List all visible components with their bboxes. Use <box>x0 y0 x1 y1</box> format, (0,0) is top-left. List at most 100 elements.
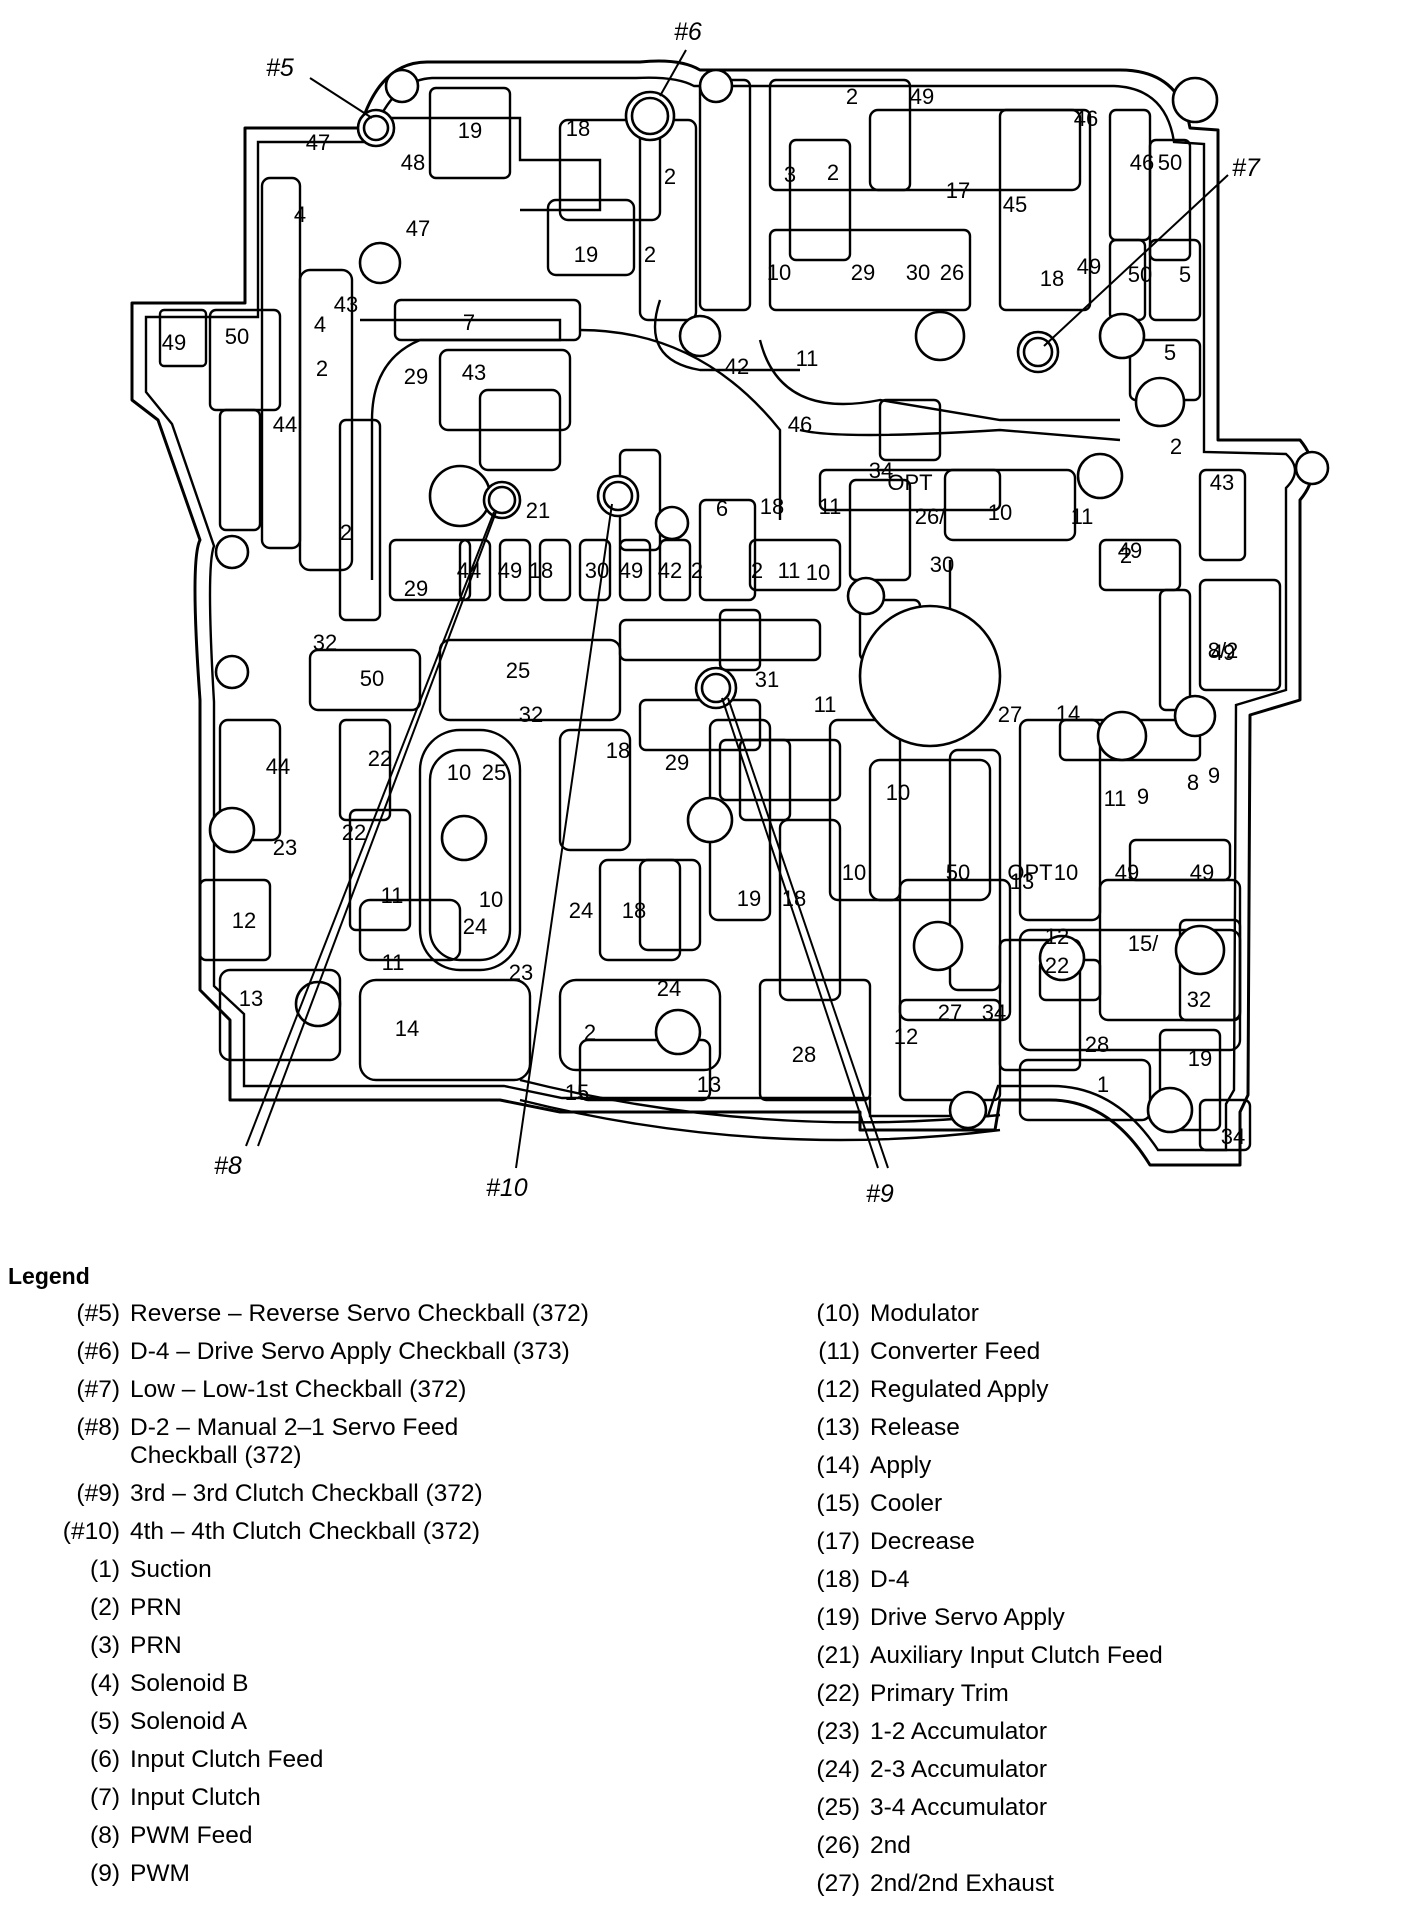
passage-label: 3 <box>784 162 796 187</box>
legend-text: Regulated Apply <box>870 1376 1049 1403</box>
passage-label: 10 <box>842 860 866 885</box>
valve-body-diagram: #5 #6 #7 #8 #9 #10 471918482447192249321… <box>130 18 1330 1208</box>
passage-label: 11 <box>382 950 405 975</box>
passage-label: 18 <box>566 116 590 141</box>
legend-item: (11)Converter Feed <box>800 1338 1360 1376</box>
legend-text: PWM Feed <box>130 1822 253 1849</box>
passage-label: 19 <box>574 242 598 267</box>
passage-label: 11 <box>778 558 801 583</box>
passage-label: 34 <box>869 458 893 483</box>
passage-label: 7 <box>463 310 475 335</box>
passage-label: 50 <box>946 860 970 885</box>
legend-text: Input Clutch <box>130 1784 261 1811</box>
legend-text: 2-3 Accumulator <box>870 1756 1048 1783</box>
legend-code: (11) <box>818 1338 860 1365</box>
passage-label: 13 <box>697 1072 721 1097</box>
passage-label: 27 <box>998 702 1022 727</box>
legend-text: 1-2 Accumulator <box>870 1718 1048 1745</box>
passage-label: 1 <box>1097 1072 1109 1097</box>
passage-label: 11 <box>814 692 837 717</box>
passage-label: 27 <box>938 1000 962 1025</box>
passage-label: 29 <box>665 750 689 775</box>
passage-label: 18 <box>622 898 646 923</box>
legend-text: Release <box>870 1414 960 1441</box>
passage-label: 30 <box>930 552 954 577</box>
legend-code: (1) <box>90 1556 120 1583</box>
legend-item: (19)Drive Servo Apply <box>800 1604 1360 1642</box>
callout-10: #10 <box>486 1174 528 1202</box>
passage-label: 10 <box>988 500 1012 525</box>
passage-label: 29 <box>851 260 875 285</box>
passage-label: 8 <box>1187 770 1199 795</box>
legend-item: (22)Primary Trim <box>800 1680 1360 1718</box>
legend-code: (6) <box>90 1746 120 1773</box>
legend-text: Auxiliary Input Clutch Feed <box>870 1642 1163 1669</box>
passage-label: 12 <box>894 1024 918 1049</box>
legend-item: (#6) D-4 – Drive Servo Apply Checkball (3… <box>28 1338 678 1376</box>
legend-item: (#9)3rd – 3rd Clutch Checkball (372) <box>28 1480 678 1518</box>
passage-label: 25 <box>482 760 506 785</box>
passage-label: 30 <box>906 260 930 285</box>
legend-code: (27) <box>816 1870 860 1897</box>
passage-label: 12 <box>232 908 256 933</box>
passage-label: 2 <box>1120 543 1132 568</box>
legend-item: (21)Auxiliary Input Clutch Feed <box>800 1642 1360 1680</box>
passage-label: 14 <box>395 1016 419 1041</box>
passage-label: 2 <box>691 558 703 583</box>
passage-label: 11 <box>796 346 819 371</box>
legend-item: (18)D-4 <box>800 1566 1360 1604</box>
passage-label: 49 <box>1115 860 1139 885</box>
legend-item: (5)Solenoid A <box>28 1708 678 1746</box>
legend-code: (18) <box>816 1566 860 1593</box>
legend-code: (10) <box>816 1300 860 1327</box>
passage-label: 34 <box>1221 1124 1245 1149</box>
legend-item: (25) 3-4 Accumulator <box>800 1794 1360 1832</box>
passage-label: 29 <box>404 364 428 389</box>
legend-text: Solenoid A <box>130 1708 248 1735</box>
legend-text: PWM <box>130 1860 190 1887</box>
legend-text: 4th – 4th Clutch Checkball (372) <box>130 1518 480 1545</box>
passage-label: 10 <box>886 780 910 805</box>
legend-item: (10) Modulator <box>800 1300 1360 1338</box>
legend-code: (4) <box>90 1670 120 1697</box>
passage-walls <box>158 78 1282 1152</box>
passage-label: 8/2 <box>1208 638 1239 663</box>
passage-label: 2 <box>644 242 656 267</box>
passage-label: 49 <box>498 558 522 583</box>
passage-label: 32 <box>1187 987 1211 1012</box>
legend-text: 3-4 Accumulator <box>870 1794 1048 1821</box>
legend-text: Suction <box>130 1556 212 1583</box>
passage-label: 10 <box>1054 860 1078 885</box>
legend-text: Modulator <box>870 1300 979 1327</box>
passage-label: 2 <box>827 160 839 185</box>
passage-label: 25 <box>506 658 530 683</box>
casting-inner-outline <box>144 76 1297 1152</box>
passage-label: 18 <box>606 738 630 763</box>
casting-outline <box>130 59 1314 1167</box>
legend-right-column: (10)Modulator(11)Converter Feed(12)Regul… <box>800 1300 1360 1908</box>
passage-label: 49 <box>162 330 186 355</box>
legend-text: Primary Trim <box>870 1680 1009 1707</box>
passage-label: OPT <box>1007 860 1052 885</box>
legend-text: PRN <box>130 1632 182 1659</box>
legend-code: (2) <box>90 1594 120 1621</box>
legend-item: (8)PWM Feed <box>28 1822 678 1860</box>
legend-text: Solenoid B <box>130 1670 249 1697</box>
legend-text: D-4 – Drive Servo Apply Checkball (373) <box>130 1338 570 1365</box>
legend-code: (25) <box>816 1794 860 1821</box>
passage-label: 2 <box>316 356 328 381</box>
legend-item: (2)PRN <box>28 1594 678 1632</box>
legend-code: (#7) <box>76 1376 120 1403</box>
passage-label: 9 <box>1137 784 1149 809</box>
legend-code: (#9) <box>76 1480 120 1507</box>
passage-label: 2 <box>846 84 858 109</box>
legend-code: (#6) <box>76 1338 120 1365</box>
passage-label: 10 <box>806 560 830 585</box>
passage-label: 13 <box>1010 869 1034 894</box>
passage-label: 2 <box>664 164 676 189</box>
passage-label: 45 <box>1003 192 1027 217</box>
passage-label: 32 <box>313 630 337 655</box>
legend-item: (#8)D-2 – Manual 2–1 Servo Feed Checkbal… <box>28 1414 678 1480</box>
legend-code: (13) <box>816 1414 860 1441</box>
legend-item: (#7)Low – Low-1st Checkball (372) <box>28 1376 678 1414</box>
